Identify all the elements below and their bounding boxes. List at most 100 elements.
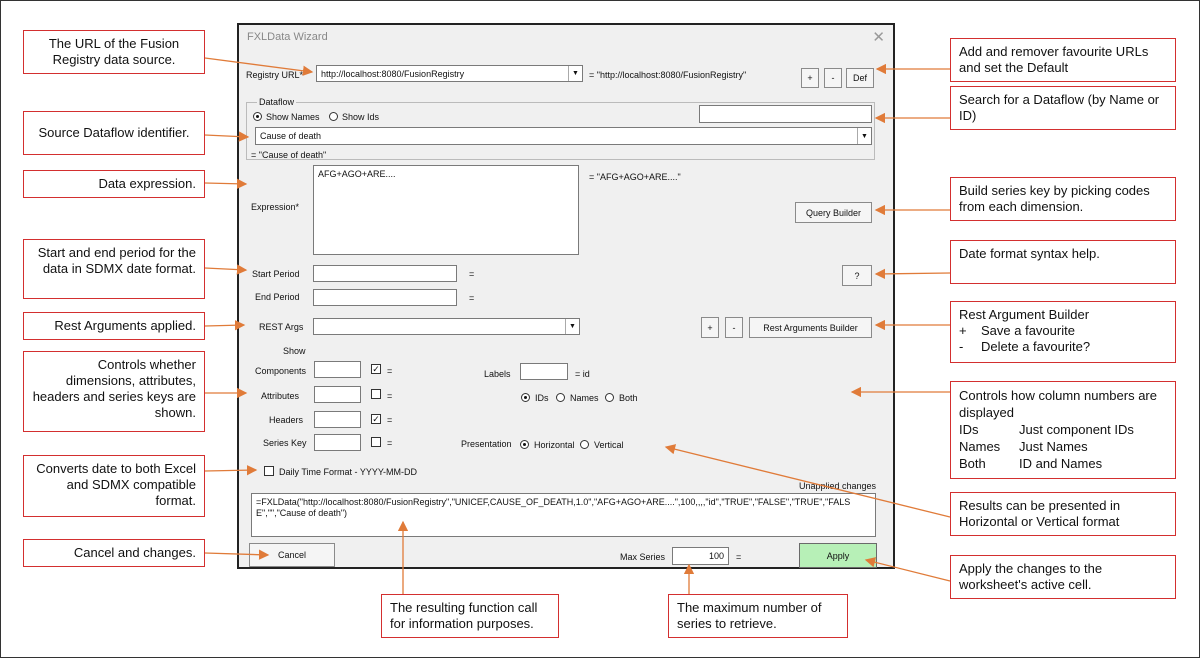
dataflow-search-input[interactable] — [699, 105, 872, 123]
series-key-input[interactable] — [314, 434, 361, 451]
headers-checkbox[interactable]: ✓ — [371, 414, 381, 424]
names-label: Names — [570, 393, 599, 403]
note-rest-builder-minus-text: Delete a favourite? — [981, 339, 1091, 354]
attributes-checkbox[interactable] — [371, 389, 381, 399]
note-cancel: Cancel and changes. — [23, 539, 205, 567]
note-period: Start and end period for the data in SDM… — [23, 239, 205, 299]
chevron-down-icon[interactable]: ▼ — [565, 319, 579, 334]
note-query-builder: Build series key by picking codes from e… — [950, 177, 1176, 221]
note-rest-builder-title: Rest Argument Builder — [959, 307, 1090, 322]
function-call-text: =FXLData("http://localhost:8080/FusionRe… — [256, 497, 851, 518]
note-rest-args: Rest Arguments applied. — [23, 312, 205, 340]
note-rest-builder-minus-symbol: - — [959, 339, 964, 354]
note-colnum-ids: IDs Just component IDs — [959, 421, 1167, 438]
labels-echo: = id — [575, 369, 590, 379]
vertical-label: Vertical — [594, 440, 624, 450]
show-names-radio[interactable] — [253, 112, 262, 121]
save-rest-favourite-button[interactable]: + — [701, 317, 719, 338]
note-colnum-both-key: Both — [959, 456, 986, 471]
note-function-call: The resulting function call for informat… — [381, 594, 559, 638]
note-data-expression: Data expression. — [23, 170, 205, 198]
attributes-input[interactable] — [314, 386, 361, 403]
labels-label: Labels — [484, 369, 511, 379]
add-favourite-url-button[interactable]: + — [801, 68, 819, 88]
dataflow-combo[interactable]: Cause of death ▼ — [255, 127, 872, 145]
note-date-help: Date format syntax help. — [950, 240, 1176, 284]
note-show-controls: Controls whether dimensions, attributes,… — [23, 351, 205, 432]
dialog-title: FXLData Wizard — [247, 31, 328, 43]
rest-args-label: REST Args — [259, 322, 304, 332]
daily-time-checkbox[interactable] — [264, 466, 274, 476]
components-checkbox[interactable]: ✓ — [371, 364, 381, 374]
max-series-eq: = — [736, 552, 742, 562]
series-key-label: Series Key — [263, 438, 307, 448]
chevron-down-icon[interactable]: ▼ — [857, 128, 871, 144]
dataflow-value: Cause of death — [260, 131, 322, 141]
note-colnum-both: Both ID and Names — [959, 455, 1167, 472]
note-rest-builder-minus: - Delete a favourite? — [959, 339, 1167, 355]
note-colnum-both-value: ID and Names — [1019, 456, 1103, 471]
max-series-input[interactable]: 100 — [672, 547, 729, 565]
cancel-button[interactable]: Cancel — [249, 543, 335, 567]
both-label: Both — [619, 393, 638, 403]
chevron-down-icon[interactable]: ▼ — [568, 66, 582, 81]
series-key-eq: = — [387, 438, 393, 448]
headers-label: Headers — [269, 415, 304, 425]
note-column-numbers-title: Controls how column numbers are displaye… — [959, 388, 1157, 420]
show-ids-radio[interactable] — [329, 112, 338, 121]
note-dataflow-search: Search for a Dataflow (by Name or ID) — [950, 86, 1176, 130]
end-period-label: End Period — [255, 292, 300, 302]
rest-arguments-builder-button[interactable]: Rest Arguments Builder — [749, 317, 872, 338]
show-label: Show — [283, 346, 306, 356]
apply-button[interactable]: Apply — [799, 543, 877, 568]
vertical-radio[interactable] — [580, 440, 589, 449]
note-favourite-urls: Add and remover favourite URLs and set t… — [950, 38, 1176, 82]
horizontal-label: Horizontal — [534, 440, 575, 450]
dataflow-group-label: Dataflow — [257, 97, 297, 107]
set-default-button[interactable]: Def — [846, 68, 874, 88]
end-period-eq: = — [469, 293, 475, 303]
date-help-button[interactable]: ? — [842, 265, 872, 286]
registry-url-combo[interactable]: http://localhost:8080/FusionRegistry ▼ — [316, 65, 583, 82]
both-radio[interactable] — [605, 393, 614, 402]
note-colnum-ids-value: Just component IDs — [1019, 422, 1134, 437]
start-period-label: Start Period — [252, 269, 300, 279]
note-apply: Apply the changes to the worksheet's act… — [950, 555, 1176, 599]
headers-input[interactable] — [314, 411, 361, 428]
labels-input[interactable] — [520, 363, 568, 380]
note-source-dataflow: Source Dataflow identifier. — [23, 111, 205, 155]
attributes-label: Attributes — [261, 391, 300, 401]
expression-label: Expression* — [251, 202, 300, 212]
expression-echo: = "AFG+AGO+ARE...." — [589, 172, 681, 182]
note-column-numbers: Controls how column numbers are displaye… — [950, 381, 1176, 479]
end-period-input[interactable] — [313, 289, 457, 306]
note-rest-builder: Rest Argument Builder +Save a favourite … — [950, 301, 1176, 363]
components-label: Components — [255, 366, 307, 376]
ids-radio[interactable] — [521, 393, 530, 402]
names-radio[interactable] — [556, 393, 565, 402]
note-rest-builder-plus: +Save a favourite — [959, 323, 1167, 339]
series-key-checkbox[interactable] — [371, 437, 381, 447]
note-presentation: Results can be presented in Horizontal o… — [950, 492, 1176, 536]
note-colnum-names-key: Names — [959, 439, 1001, 454]
components-eq: = — [387, 366, 393, 376]
close-icon[interactable]: ✕ — [872, 29, 885, 46]
query-builder-button[interactable]: Query Builder — [795, 202, 872, 223]
note-colnum-ids-key: IDs — [959, 422, 979, 437]
delete-rest-favourite-button[interactable]: - — [725, 317, 743, 338]
presentation-label: Presentation — [461, 439, 512, 449]
rest-args-combo[interactable]: ▼ — [313, 318, 580, 335]
note-rest-builder-plus-symbol: + — [959, 323, 967, 338]
registry-url-label: Registry URL* — [246, 70, 304, 80]
components-input[interactable] — [314, 361, 361, 378]
dataflow-echo: = "Cause of death" — [251, 150, 327, 160]
attributes-eq: = — [387, 391, 393, 401]
horizontal-radio[interactable] — [520, 440, 529, 449]
start-period-input[interactable] — [313, 265, 457, 282]
max-series-value: 100 — [708, 551, 724, 561]
ids-label: IDs — [535, 393, 549, 403]
remove-favourite-url-button[interactable]: - — [824, 68, 842, 88]
expression-input[interactable]: AFG+AGO+ARE.... — [313, 165, 579, 255]
show-ids-label: Show Ids — [342, 112, 380, 122]
